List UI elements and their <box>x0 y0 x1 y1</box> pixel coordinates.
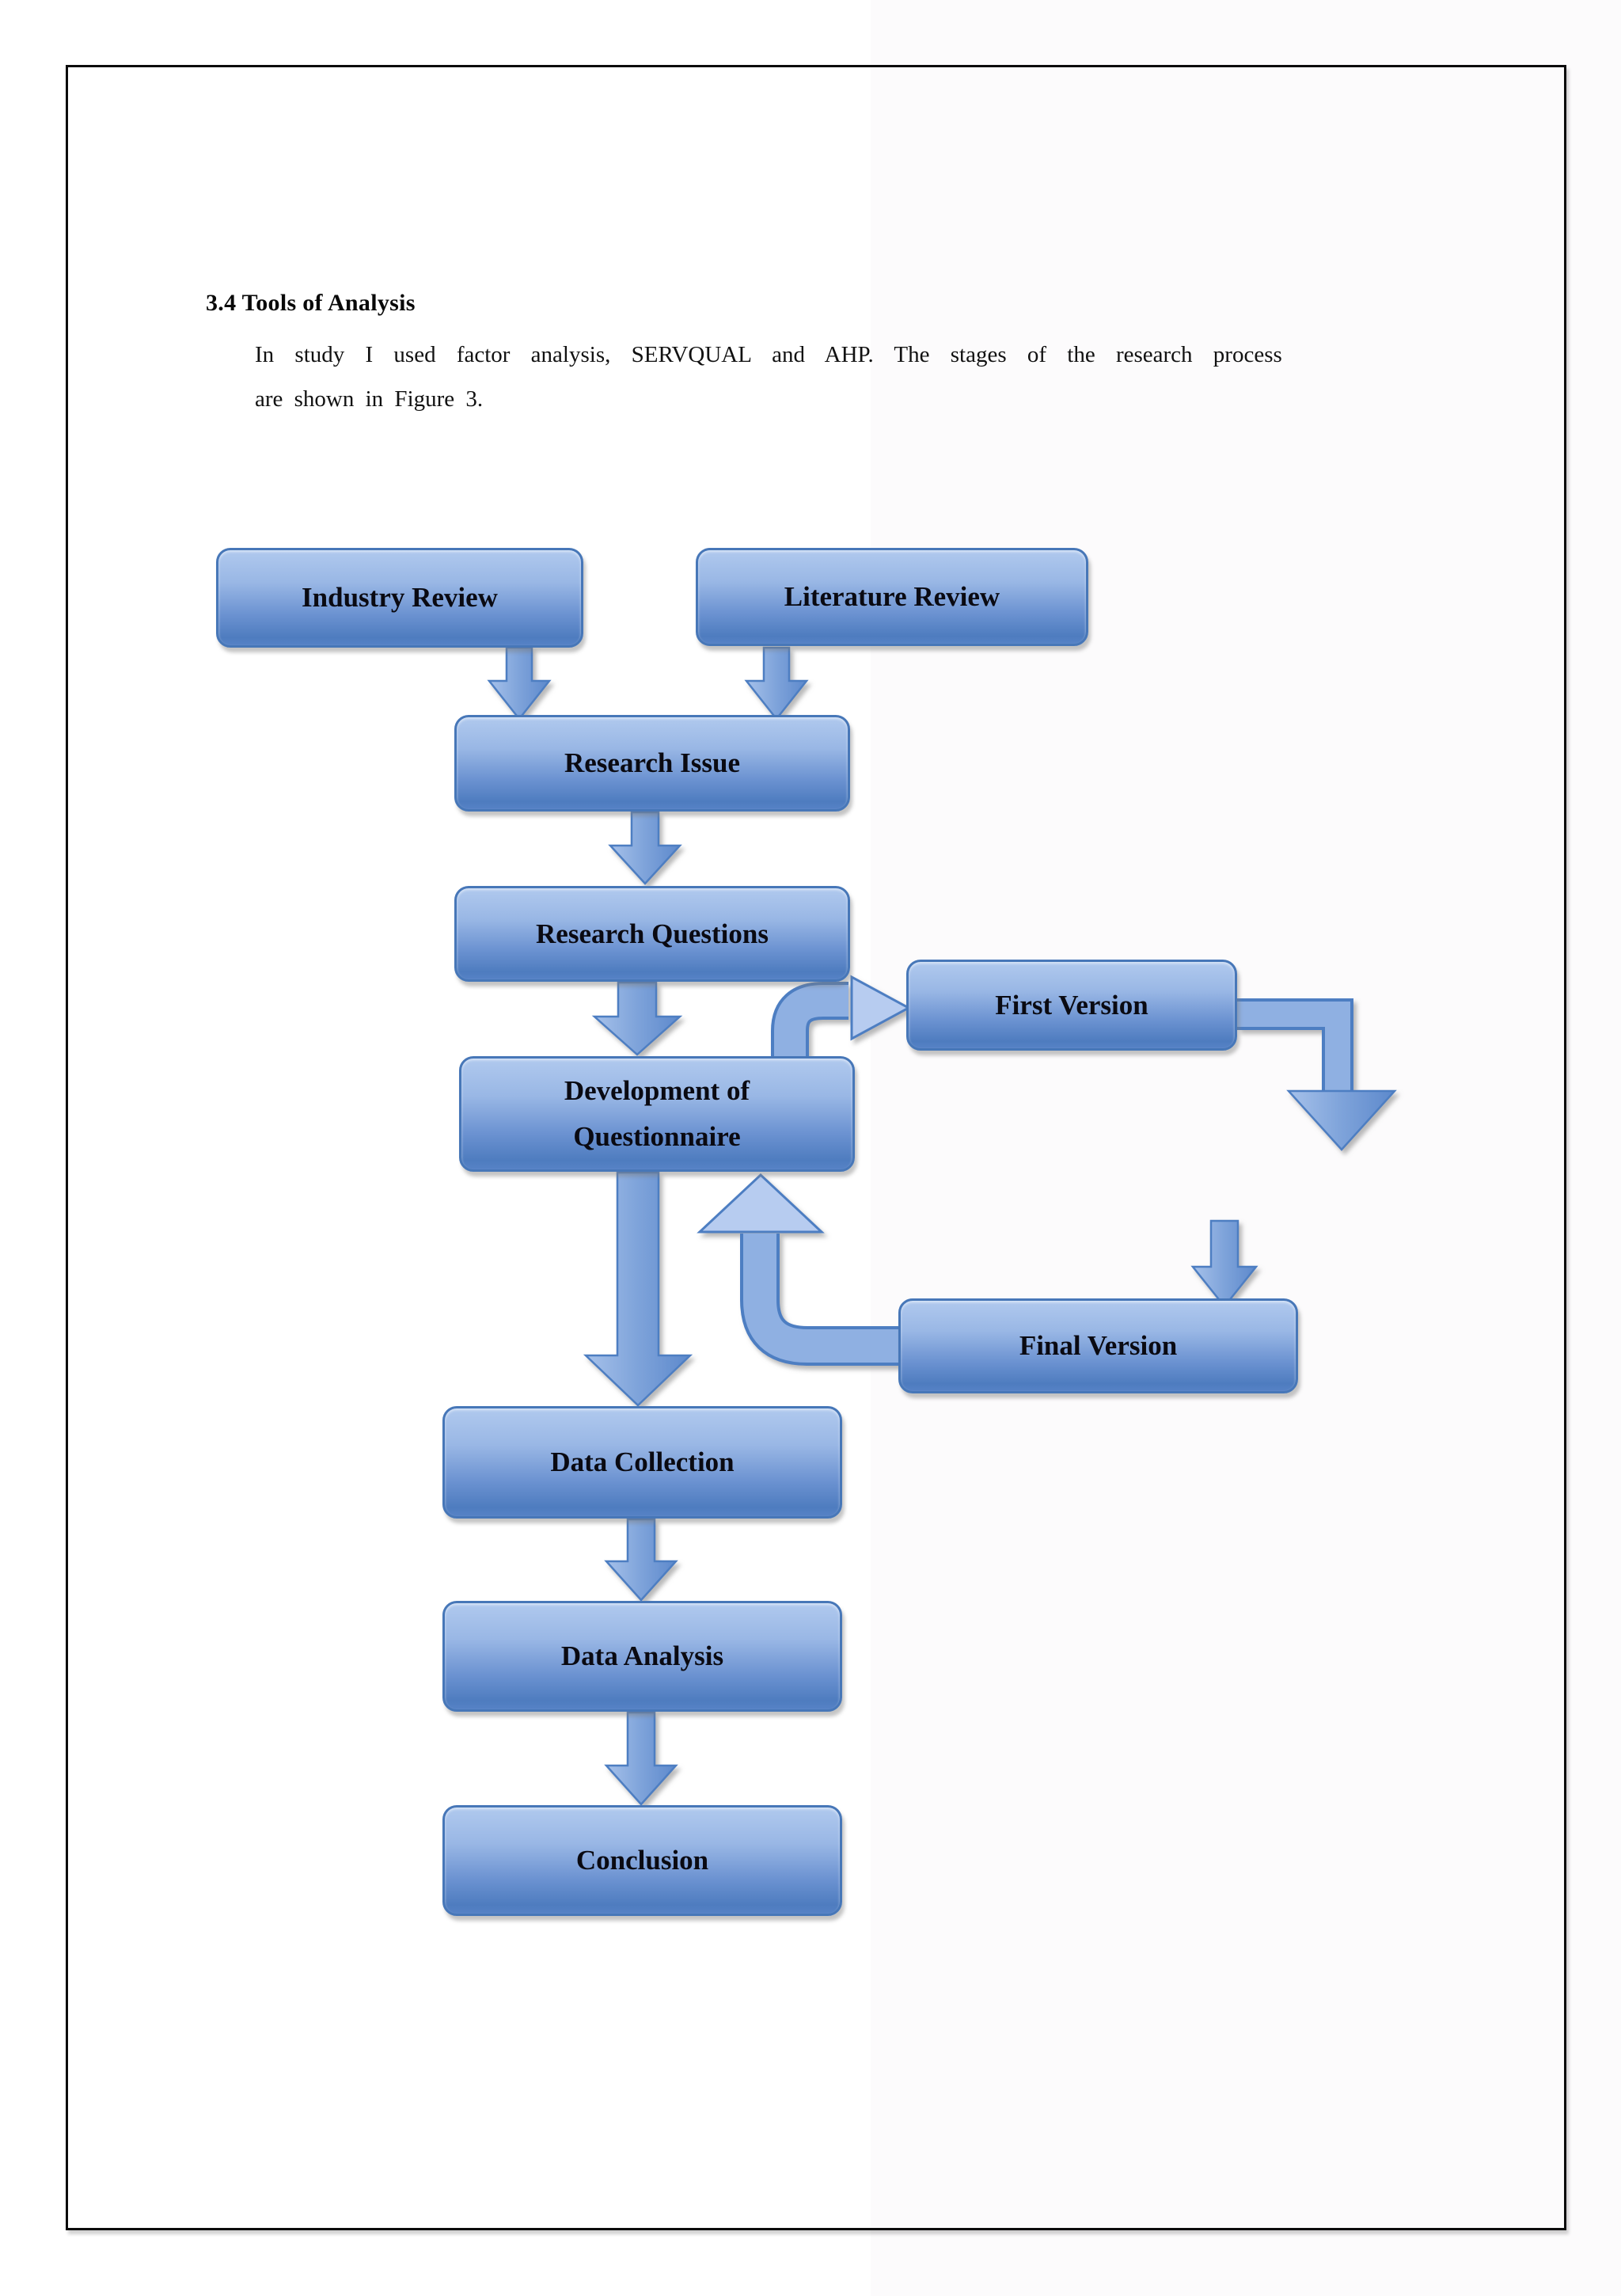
arrow-development-to-data-collection <box>583 1171 693 1407</box>
flowchart-node-industry-review: Industry Review <box>216 548 583 648</box>
flowchart-node-first-version: First Version <box>906 960 1237 1051</box>
flowchart-node-conclusion: Conclusion <box>442 1805 842 1916</box>
node-label: Literature Review <box>784 581 1000 612</box>
node-label: First Version <box>995 989 1148 1021</box>
flowchart-node-final-version: Final Version <box>898 1298 1298 1393</box>
body-paragraph: In study I used factor analysis, SERVQUA… <box>255 333 1474 421</box>
node-label: Research Issue <box>564 747 740 778</box>
node-label: Data Analysis <box>560 1640 724 1671</box>
arrow-collection-to-analysis <box>604 1518 678 1602</box>
arrow-issue-to-questions <box>608 811 682 885</box>
arrow-into-final-version <box>1190 1219 1258 1309</box>
node-label: Conclusion <box>575 1845 709 1876</box>
node-label: Questionnaire <box>573 1121 741 1152</box>
paragraph-line: In study I used factor analysis, SERVQUA… <box>255 342 1282 367</box>
paragraph-line: are shown in Figure 3. <box>255 386 484 412</box>
flowchart-node-literature-review: Literature Review <box>696 548 1088 646</box>
node-label: Data Collection <box>550 1446 735 1477</box>
arrow-analysis-to-conclusion <box>604 1711 678 1806</box>
page-border-frame <box>66 65 1566 2230</box>
node-label: Industry Review <box>302 582 498 613</box>
arrow-first-version-elbow-down <box>1237 998 1397 1151</box>
section-heading: 3.4 Tools of Analysis <box>206 290 416 316</box>
arrow-literature-to-research-issue <box>744 646 809 721</box>
flowchart-node-research-issue: Research Issue <box>454 715 850 812</box>
flowchart-node-development-of-questionnaire: Development of Questionnaire <box>459 1056 855 1172</box>
arrow-development-to-first-version <box>771 975 912 1059</box>
node-label: Research Questions <box>536 918 769 949</box>
node-label: Final Version <box>1019 1330 1178 1361</box>
arrow-questions-to-development <box>591 981 683 1056</box>
flowchart-node-research-questions: Research Questions <box>454 886 850 982</box>
flowchart-node-data-collection: Data Collection <box>442 1406 842 1519</box>
arrow-industry-to-research-issue <box>487 646 552 721</box>
node-label: Development of <box>564 1075 750 1106</box>
arrow-final-version-to-development <box>697 1173 902 1366</box>
flowchart-node-data-analysis: Data Analysis <box>442 1601 842 1712</box>
